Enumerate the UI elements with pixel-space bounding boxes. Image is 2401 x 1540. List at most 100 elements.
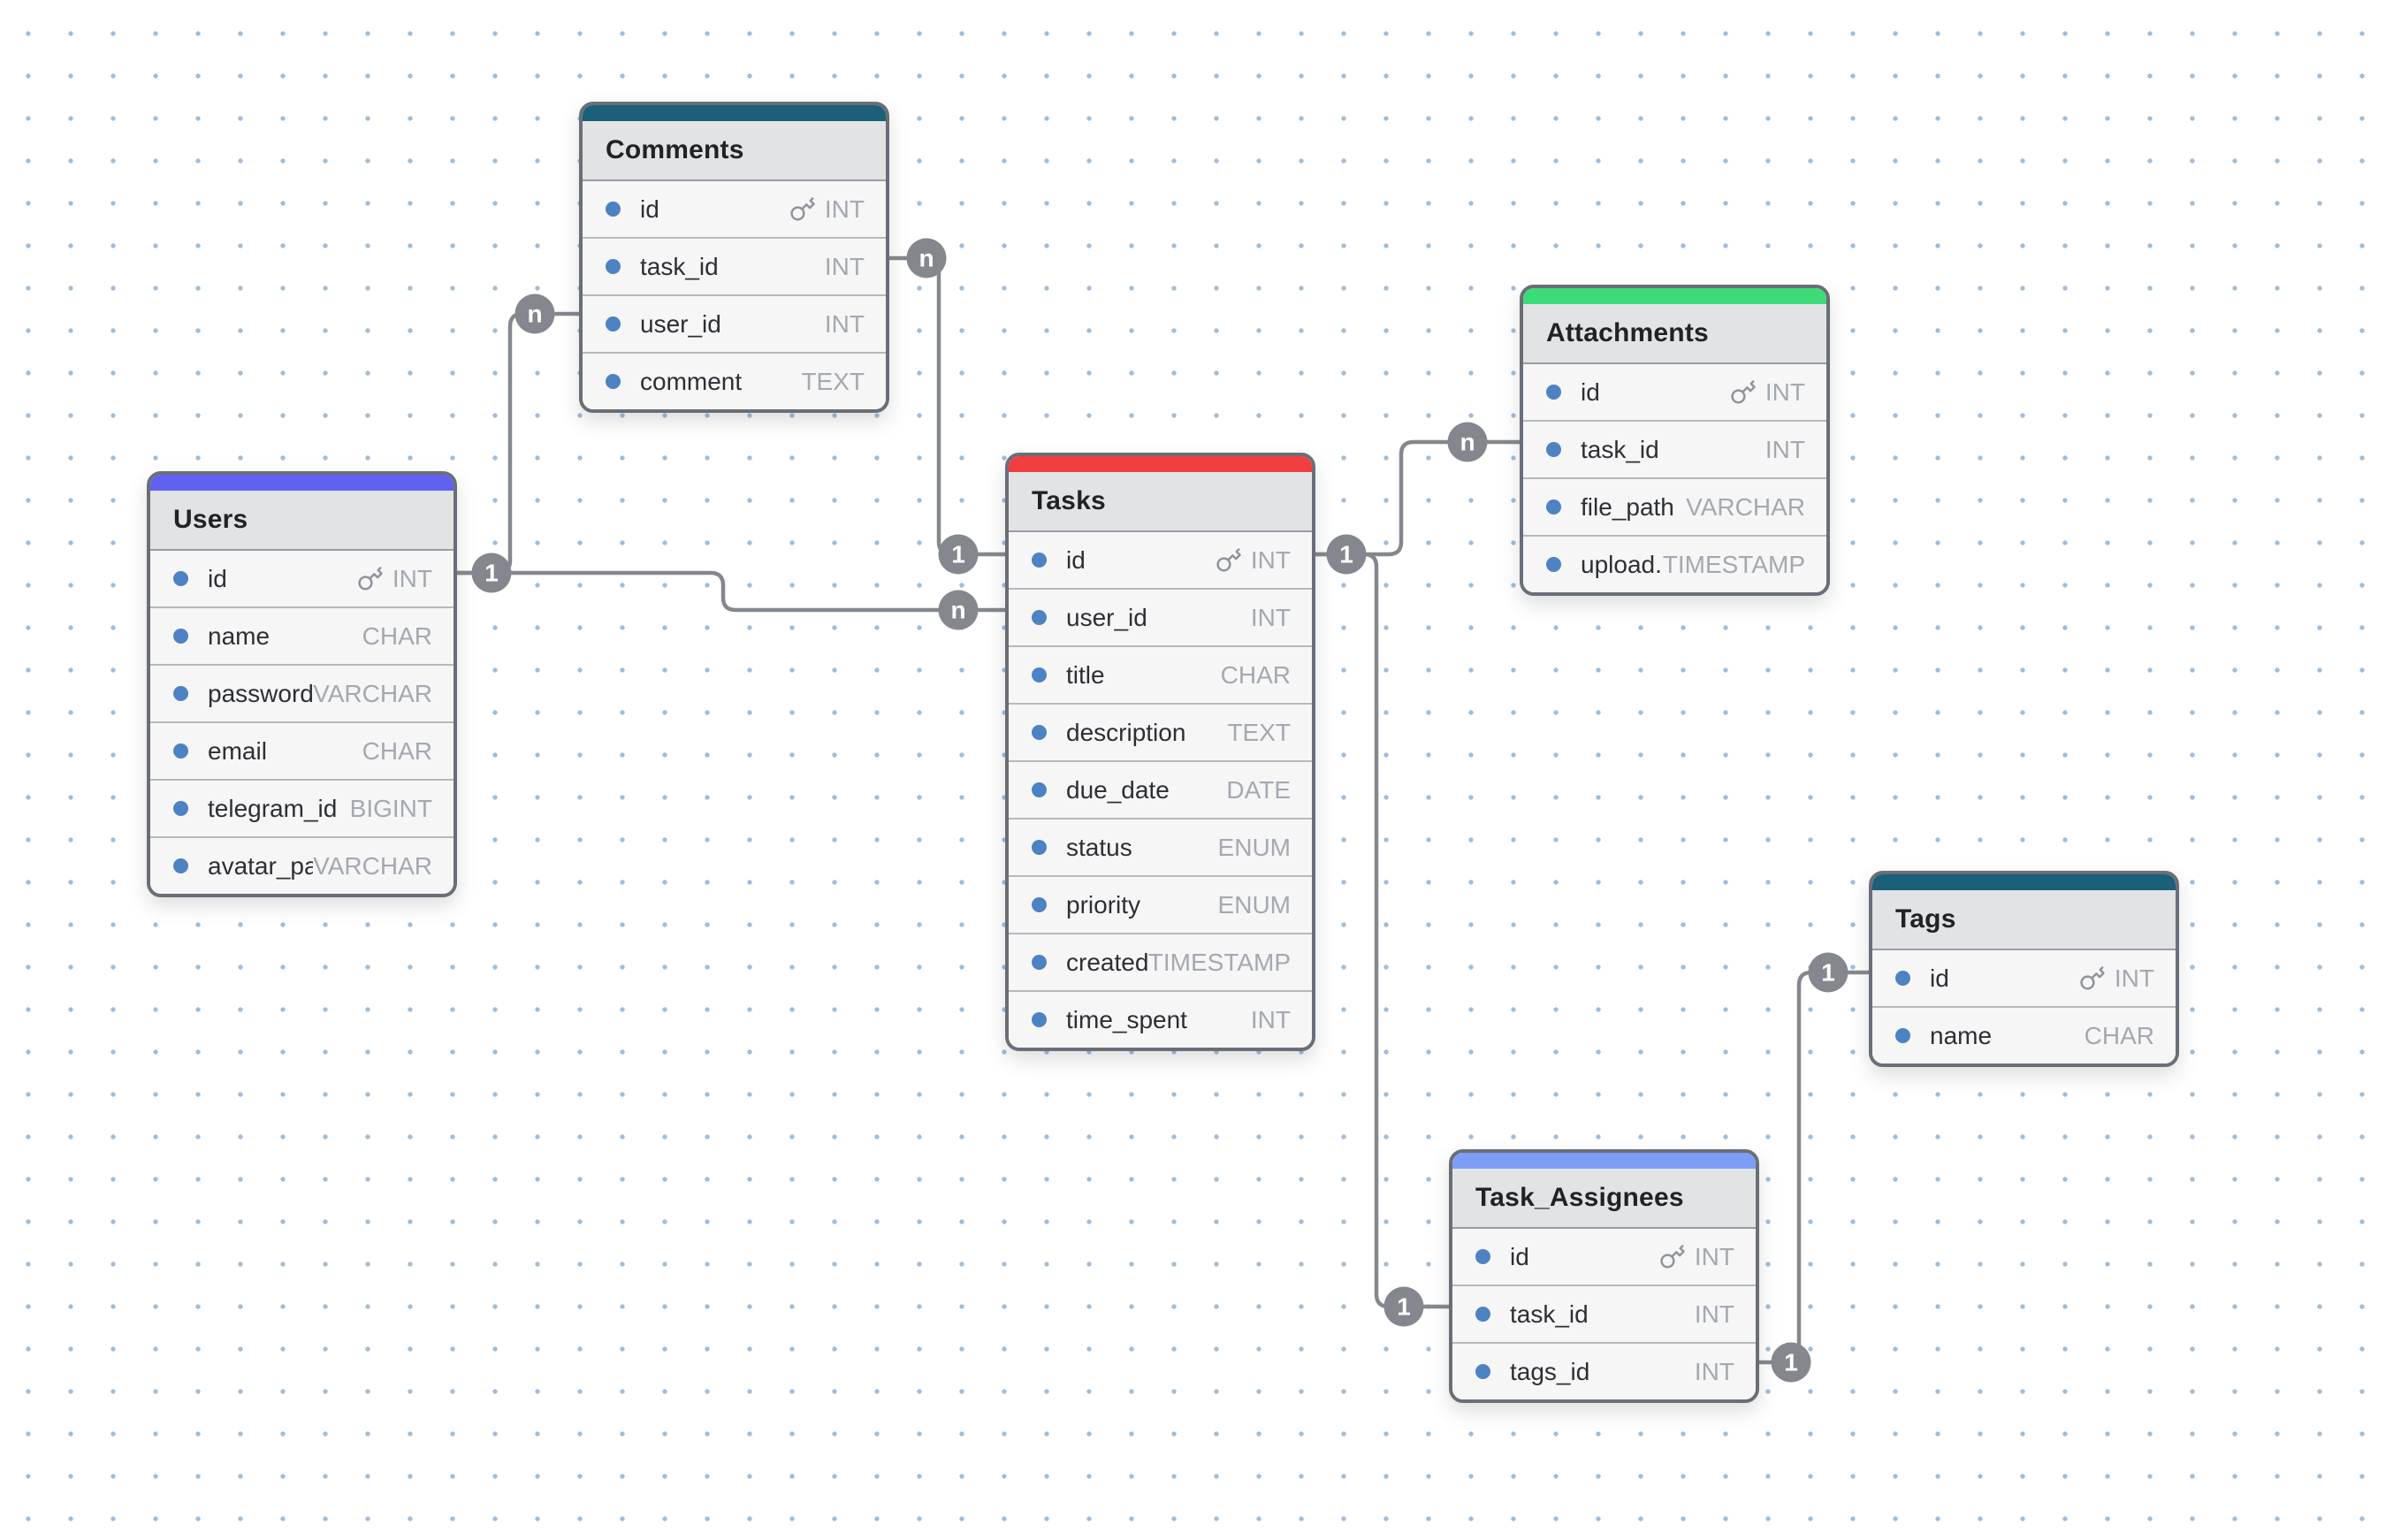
table-rows: id INT name CHAR password VARCHAR email … bbox=[150, 551, 454, 894]
field-dot-icon bbox=[1032, 725, 1047, 740]
field-type-text: ENUM bbox=[1217, 890, 1291, 919]
table-title: Tags bbox=[1872, 890, 2176, 950]
field-type-text: ENUM bbox=[1217, 833, 1291, 861]
field-name: name bbox=[208, 621, 271, 650]
field-row-name[interactable]: name CHAR bbox=[1872, 1006, 2176, 1064]
cardinality-badge: 1 bbox=[1808, 952, 1848, 993]
field-name: id bbox=[1066, 545, 1086, 574]
field-row-id[interactable]: id INT bbox=[1872, 950, 2176, 1006]
field-type-text: INT bbox=[824, 309, 865, 338]
field-dot-icon bbox=[173, 571, 188, 586]
field-dot-icon bbox=[1032, 782, 1047, 797]
table-users[interactable]: Users id INT name CHAR password VARCHAR … bbox=[147, 471, 457, 897]
field-type-text: INT bbox=[1694, 1242, 1734, 1270]
field-row-tags-id[interactable]: tags_id INT bbox=[1452, 1342, 1756, 1399]
field-row-id[interactable]: id INT bbox=[150, 551, 454, 606]
field-row-upload-[interactable]: upload... TIMESTAMP bbox=[1523, 535, 1826, 592]
table-comments[interactable]: Comments id INT task_id INT user_id INT … bbox=[579, 102, 889, 413]
field-type: VARCHAR bbox=[313, 852, 454, 881]
primary-key-icon bbox=[2079, 965, 2106, 992]
field-type-text: VARCHAR bbox=[313, 679, 432, 707]
field-type: INT bbox=[1765, 436, 1826, 464]
field-row-name[interactable]: name CHAR bbox=[150, 606, 454, 664]
field-type-text: INT bbox=[1694, 1357, 1734, 1385]
field-type: INT bbox=[2079, 964, 2176, 993]
field-name: tags_id bbox=[1510, 1357, 1590, 1385]
table-header-strip bbox=[1523, 288, 1826, 304]
field-row-id[interactable]: id INT bbox=[1523, 364, 1826, 420]
table-tasks[interactable]: Tasks id INT user_id INT title CHAR desc… bbox=[1005, 453, 1315, 1051]
cardinality-badge: 1 bbox=[471, 553, 512, 593]
field-type-text: TEXT bbox=[801, 367, 865, 395]
table-title: Task_Assignees bbox=[1452, 1169, 1756, 1229]
cardinality-badge: 1 bbox=[938, 534, 979, 575]
field-row-avatar-pa-[interactable]: avatar_pa... VARCHAR bbox=[150, 836, 454, 894]
edge-users-id-tasks-user-id bbox=[450, 570, 1005, 613]
field-type-text: CHAR bbox=[2084, 1021, 2154, 1049]
field-type-text: INT bbox=[1765, 435, 1805, 463]
field-row-due-date[interactable]: due_date DATE bbox=[1009, 760, 1312, 818]
field-type: VARCHAR bbox=[313, 680, 454, 708]
table-tags[interactable]: Tags id INT name CHAR bbox=[1869, 871, 2179, 1067]
field-row-user-id[interactable]: user_id INT bbox=[583, 294, 886, 352]
field-type-text: CHAR bbox=[1220, 660, 1291, 689]
field-row-telegram-id[interactable]: telegram_id BIGINT bbox=[150, 779, 454, 836]
field-type-text: TIMESTAMP bbox=[1662, 550, 1805, 578]
table-rows: id INT task_id INT file_path VARCHAR upl… bbox=[1523, 364, 1826, 592]
field-dot-icon bbox=[606, 259, 621, 274]
field-name: avatar_pa... bbox=[208, 851, 313, 880]
field-type: TEXT bbox=[1227, 719, 1312, 747]
field-name: status bbox=[1066, 833, 1132, 861]
field-type: INT bbox=[1730, 378, 1826, 407]
field-type: TIMESTAMP bbox=[1148, 949, 1312, 977]
field-row-comment[interactable]: comment TEXT bbox=[583, 352, 886, 409]
field-dot-icon bbox=[173, 743, 188, 759]
field-row-created-[interactable]: created... TIMESTAMP bbox=[1009, 933, 1312, 990]
field-dot-icon bbox=[1546, 385, 1561, 400]
field-row-time-spent[interactable]: time_spent INT bbox=[1009, 990, 1312, 1048]
field-dot-icon bbox=[173, 858, 188, 873]
field-row-task-id[interactable]: task_id INT bbox=[1523, 420, 1826, 477]
field-type: INT bbox=[789, 195, 886, 224]
cardinality-badge: n bbox=[514, 294, 555, 334]
field-type: INT bbox=[1216, 546, 1312, 575]
field-row-id[interactable]: id INT bbox=[583, 181, 886, 237]
table-task-assignees[interactable]: Task_Assignees id INT task_id INT tags_i… bbox=[1449, 1149, 1759, 1403]
field-dot-icon bbox=[1475, 1307, 1490, 1322]
field-name: due_date bbox=[1066, 775, 1170, 804]
field-row-user-id[interactable]: user_id INT bbox=[1009, 588, 1312, 645]
field-row-password[interactable]: password VARCHAR bbox=[150, 664, 454, 721]
field-row-id[interactable]: id INT bbox=[1452, 1229, 1756, 1285]
edge-tasks-id-task-assignees-task-id bbox=[1308, 552, 1449, 1309]
cardinality-badge: n bbox=[938, 590, 979, 630]
field-row-id[interactable]: id INT bbox=[1009, 532, 1312, 588]
field-row-task-id[interactable]: task_id INT bbox=[1452, 1285, 1756, 1342]
field-name: task_id bbox=[1510, 1300, 1589, 1328]
field-row-file-path[interactable]: file_path VARCHAR bbox=[1523, 477, 1826, 535]
field-type: INT bbox=[1251, 604, 1312, 632]
field-type-text: DATE bbox=[1226, 775, 1291, 804]
edge-users-id-comments-user-id bbox=[450, 311, 579, 576]
field-dot-icon bbox=[1032, 610, 1047, 625]
field-row-title[interactable]: title CHAR bbox=[1009, 645, 1312, 703]
field-row-priority[interactable]: priority ENUM bbox=[1009, 875, 1312, 933]
field-row-task-id[interactable]: task_id INT bbox=[583, 237, 886, 294]
field-name: upload... bbox=[1581, 550, 1663, 578]
field-name: time_spent bbox=[1066, 1005, 1187, 1033]
edge-tasks-id-comments-task-id bbox=[880, 255, 1005, 557]
table-rows: id INT name CHAR bbox=[1872, 950, 2176, 1064]
field-dot-icon bbox=[1895, 971, 1910, 986]
field-dot-icon bbox=[1475, 1249, 1490, 1264]
field-type-text: INT bbox=[1250, 603, 1291, 631]
table-rows: id INT user_id INT title CHAR descriptio… bbox=[1009, 532, 1312, 1048]
field-row-status[interactable]: status ENUM bbox=[1009, 818, 1312, 875]
field-name: user_id bbox=[1066, 603, 1147, 631]
table-title: Tasks bbox=[1009, 472, 1312, 532]
field-row-description[interactable]: description TEXT bbox=[1009, 703, 1312, 760]
table-attachments[interactable]: Attachments id INT task_id INT file_path… bbox=[1520, 285, 1830, 596]
field-dot-icon bbox=[1032, 955, 1047, 970]
field-row-email[interactable]: email CHAR bbox=[150, 721, 454, 779]
field-type-text: INT bbox=[1250, 545, 1291, 574]
field-dot-icon bbox=[1895, 1028, 1910, 1043]
